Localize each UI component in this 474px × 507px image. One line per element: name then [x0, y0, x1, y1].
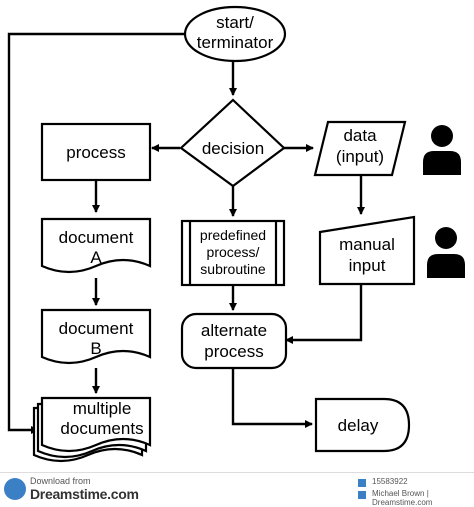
predefined-line-1: predefined — [200, 227, 266, 243]
manual-input-line-1: manual — [339, 235, 395, 254]
multiple-documents-line-1: multiple — [73, 399, 132, 418]
arrow-start-loop-to-multiple-documents — [7, 32, 186, 434]
data-input-line-2: (input) — [336, 147, 384, 166]
document-a-line-1: document — [59, 228, 134, 247]
manual-input-line-2: input — [349, 256, 386, 275]
connectors — [7, 32, 365, 434]
data-input-node: data (input) — [313, 120, 407, 177]
credit-icon — [358, 491, 366, 499]
start-terminator-line-2: terminator — [197, 33, 274, 52]
alternate-process-node: alternate process — [180, 312, 288, 370]
arrow-manual-input-to-alternate-process — [285, 284, 363, 344]
dreamstime-logo-icon — [4, 478, 26, 500]
person-icon — [427, 227, 465, 278]
decision-label: decision — [202, 139, 264, 158]
process-node: process — [40, 122, 152, 182]
predefined-line-2: process/ — [207, 244, 260, 260]
alternate-process-line-2: process — [204, 342, 264, 361]
multiple-documents-node: multiple documents — [32, 396, 152, 463]
watermark-image-id: 15583922 — [372, 477, 408, 486]
document-b-line-1: document — [59, 319, 134, 338]
predefined-process-node: predefined process/ subroutine — [180, 219, 286, 287]
watermark-download-text: Download from — [30, 476, 91, 486]
watermark-credit: Michael Brown | Dreamstime.com — [372, 489, 433, 507]
data-input-line-1: data — [343, 126, 377, 145]
document-a-line-2: A — [90, 248, 102, 267]
document-b-node: document B — [40, 308, 152, 365]
watermark-band: Download from Dreamstime.com 15583922 Mi… — [0, 472, 474, 507]
manual-input-node: manual input — [318, 215, 416, 286]
alternate-process-line-1: alternate — [201, 321, 267, 340]
start-terminator-node: start/ terminator — [183, 5, 287, 63]
document-a-node: document A — [40, 217, 152, 274]
person-icon — [423, 125, 461, 175]
decision-node: decision — [179, 98, 286, 188]
watermark-site: Dreamstime.com — [30, 486, 139, 502]
arrow-alternate-process-to-delay — [231, 368, 313, 428]
predefined-line-3: subroutine — [200, 261, 266, 277]
process-label: process — [66, 143, 126, 162]
delay-label: delay — [338, 416, 379, 435]
start-terminator-line-1: start/ — [216, 13, 254, 32]
multiple-documents-line-2: documents — [60, 419, 143, 438]
delay-node: delay — [314, 397, 411, 453]
image-id-icon — [358, 479, 366, 487]
document-b-line-2: B — [90, 339, 101, 358]
